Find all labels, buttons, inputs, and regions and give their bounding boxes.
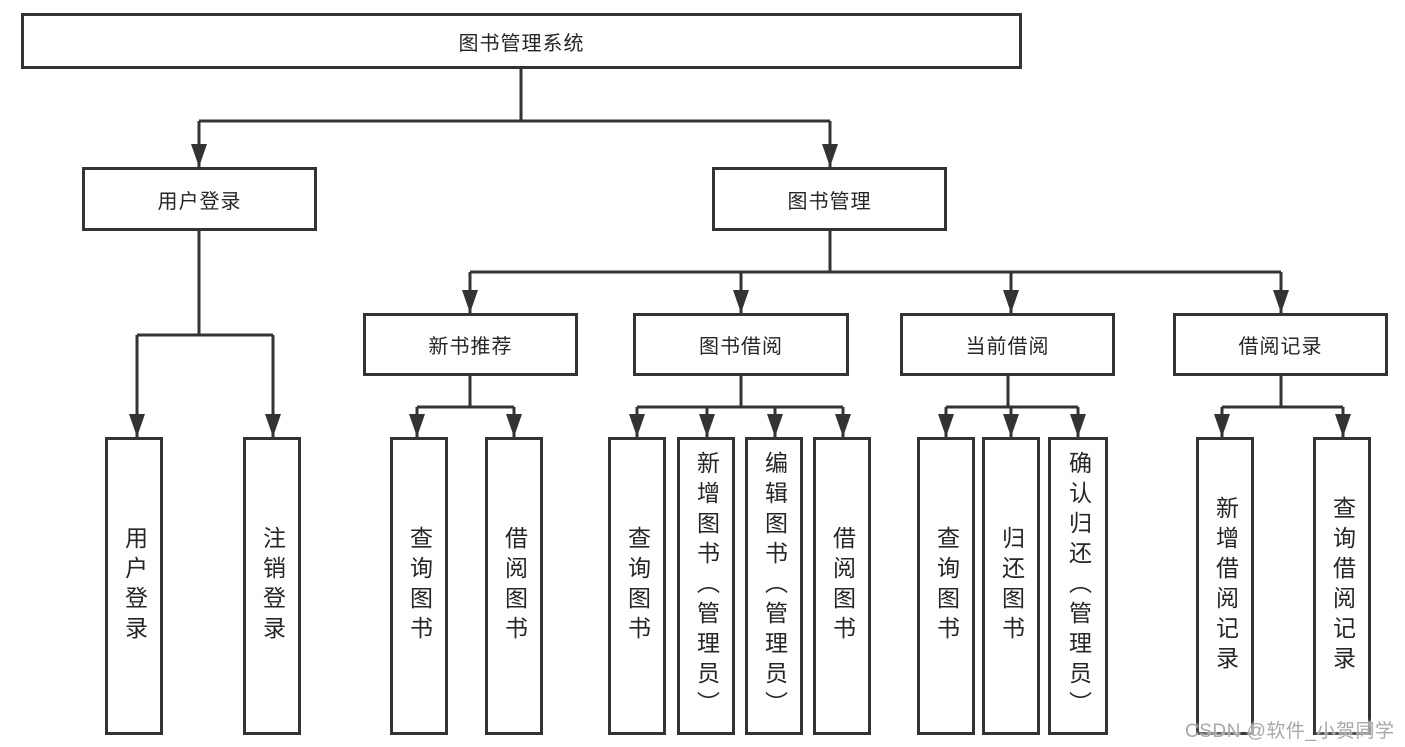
leaf-label: 查询图书 [406,526,433,646]
node-user-login: 用户登录 [82,167,317,231]
arrowhead [1003,414,1019,437]
leaf-borrow-books: 借阅图书 [813,437,871,735]
leaf-edit-books-admin: 编辑图书（管理员） [745,437,803,735]
leaf-user-login: 用户登录 [105,437,163,735]
arrowhead [409,414,425,437]
leaf-return-books: 归还图书 [982,437,1040,735]
leaf-label: 归还图书 [998,526,1025,646]
arrowhead [1214,414,1230,437]
leaf-query-books-borrow: 查询图书 [608,437,666,735]
arrowhead [835,414,851,437]
arrowhead [1335,414,1351,437]
leaf-query-books-recommend: 查询图书 [390,437,448,735]
arrowhead [1273,290,1289,313]
leaf-label: 新增借阅记录 [1212,496,1239,676]
arrowhead [462,290,478,313]
node-borrow-records: 借阅记录 [1173,313,1388,376]
leaf-label: 注销登录 [259,526,286,646]
leaf-confirm-return-admin: 确认归还（管理员） [1048,437,1108,735]
arrowhead [699,414,715,437]
connector-user-login [135,231,275,437]
leaf-borrow-books-recommend: 借阅图书 [485,437,543,735]
leaf-query-books-current: 查询图书 [917,437,975,735]
leaf-label: 借阅图书 [501,526,528,646]
node-book-borrow: 图书借阅 [633,313,849,376]
arrowhead [629,414,645,437]
node-book-management: 图书管理 [712,167,947,231]
leaf-query-borrow-record: 查询借阅记录 [1313,437,1371,735]
connector-new-book-recommend [415,376,516,437]
leaf-label: 用户登录 [121,526,148,646]
arrowhead [191,144,207,167]
leaf-label: 编辑图书（管理员） [761,451,788,721]
arrowhead [506,414,522,437]
arrowhead [822,144,838,167]
leaf-add-books-admin: 新增图书（管理员） [677,437,735,735]
leaf-label: 确认归还（管理员） [1065,451,1092,721]
node-system-root: 图书管理系统 [21,13,1022,69]
leaf-label: 借阅图书 [829,526,856,646]
arrowhead [733,290,749,313]
arrowhead [938,414,954,437]
arrowhead [129,414,145,437]
leaf-add-borrow-record: 新增借阅记录 [1196,437,1254,735]
leaf-label: 新增图书（管理员） [693,451,720,721]
arrowhead [1070,414,1086,437]
connector-borrow-records [1220,376,1345,437]
leaf-label: 查询借阅记录 [1329,496,1356,676]
csdn-watermark: CSDN @软件_小贺同学 [1185,721,1395,742]
arrowhead [1003,290,1019,313]
connector-root [197,69,832,167]
node-current-borrow: 当前借阅 [900,313,1115,376]
connector-book-borrow [635,376,845,437]
leaf-logout: 注销登录 [243,437,301,735]
leaf-label: 查询图书 [624,526,651,646]
arrowhead [265,414,281,437]
node-new-book-recommend: 新书推荐 [363,313,578,376]
arrowhead [767,414,783,437]
connector-book-management [468,231,1283,313]
leaf-label: 查询图书 [933,526,960,646]
